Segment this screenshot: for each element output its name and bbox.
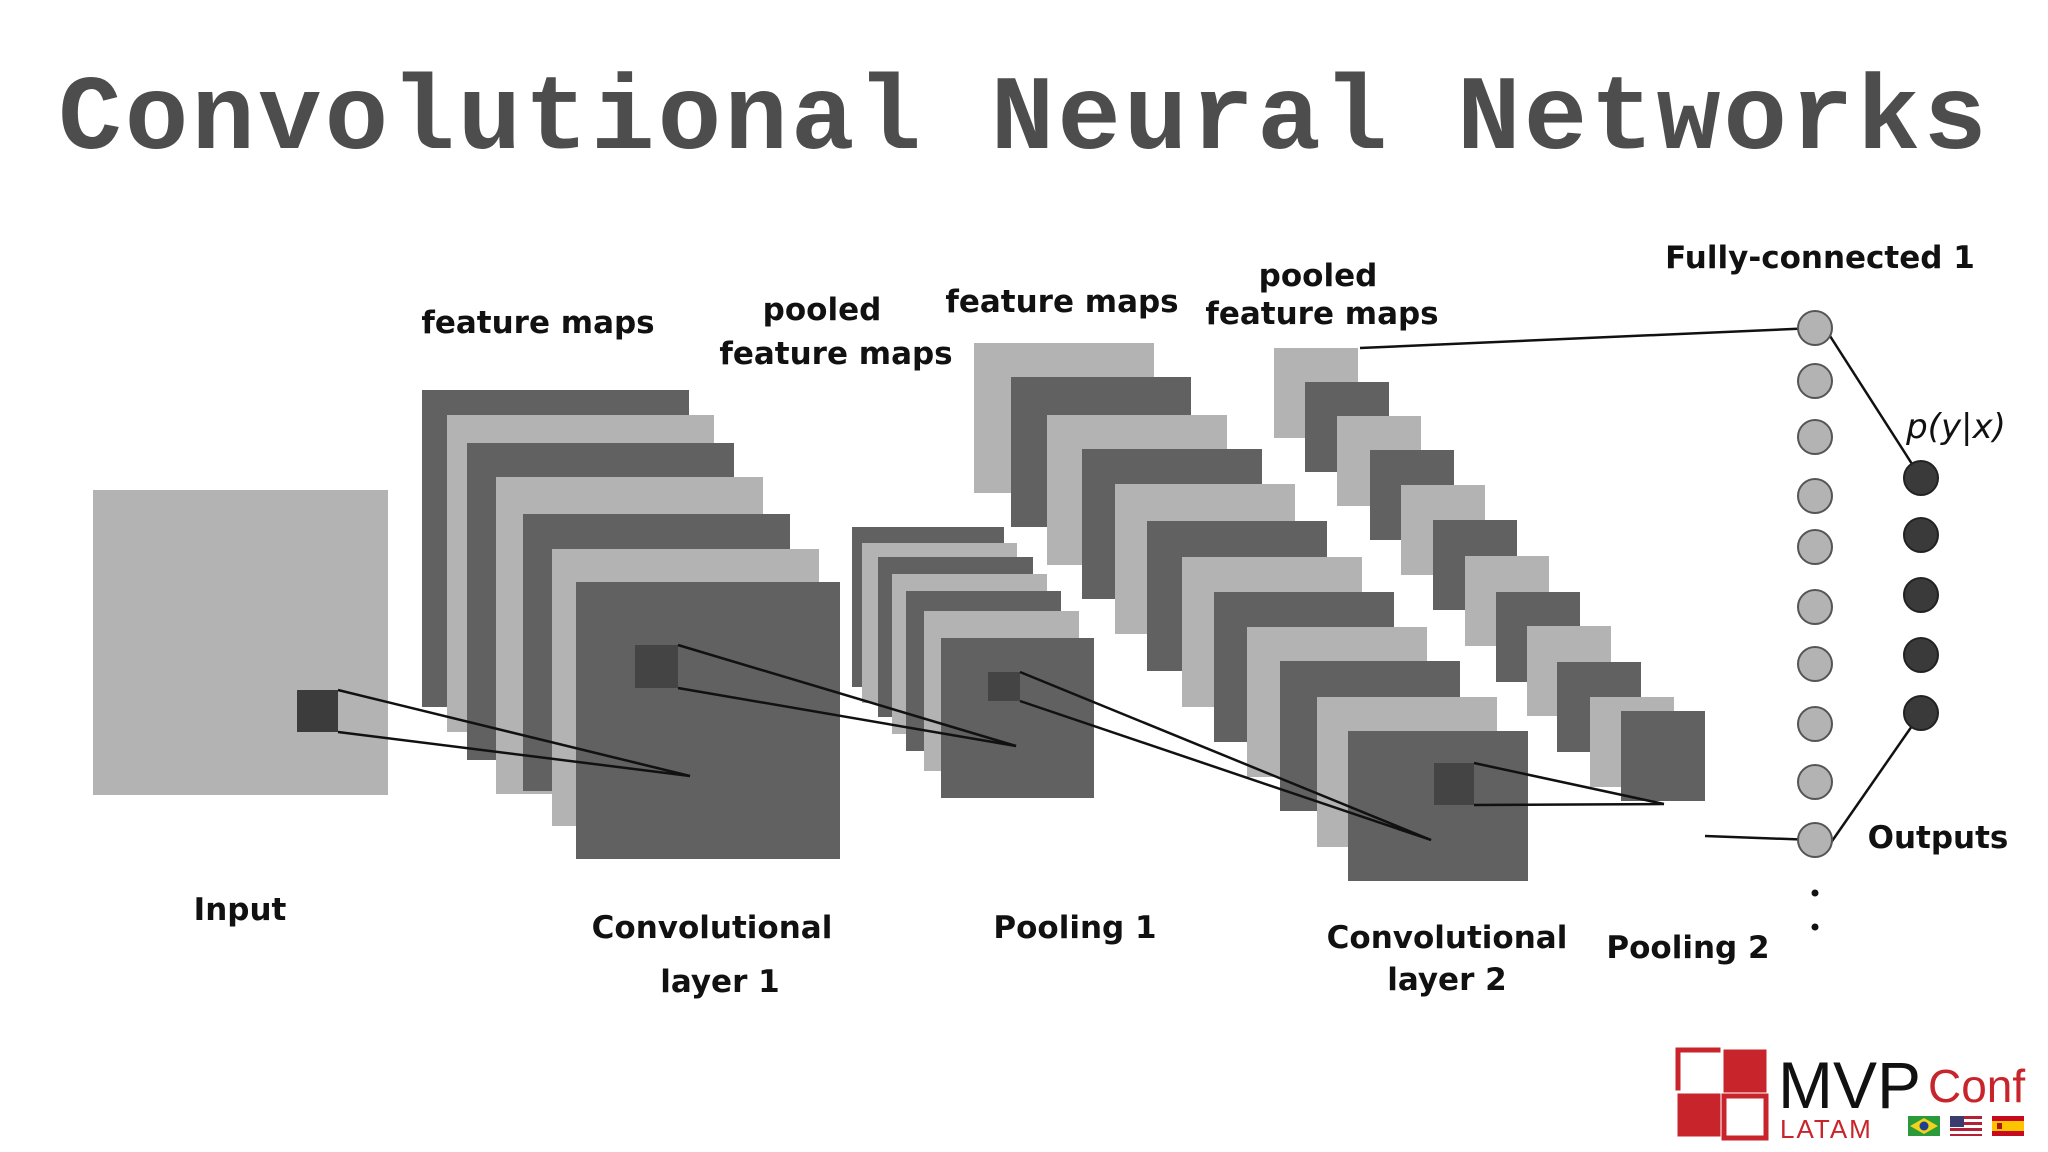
conv1-patch — [635, 645, 678, 688]
fc-neuron — [1797, 529, 1833, 565]
outputs-label: Outputs — [1868, 820, 2009, 856]
fc-neuron — [1797, 419, 1833, 455]
connection-line — [1473, 761, 1665, 806]
output-neuron — [1903, 517, 1939, 553]
connection-line — [1828, 712, 1923, 845]
ellipsis-dot — [1811, 889, 1819, 897]
output-neuron — [1903, 637, 1939, 673]
input-image — [93, 490, 388, 795]
conv2-patch — [1434, 763, 1474, 805]
fc-neuron — [1797, 646, 1833, 682]
logo-latam-text: LATAM — [1780, 1114, 1873, 1144]
connection-line — [337, 688, 691, 778]
connection-line — [1359, 326, 1816, 350]
connection-line — [1019, 670, 1432, 842]
output-neuron — [1903, 695, 1939, 731]
connection-line — [1704, 834, 1816, 842]
logo-mvp-text: MVP — [1778, 1048, 1921, 1122]
conv1-label-line2: layer 1 — [660, 964, 779, 1000]
logo-squares-icon — [1674, 1046, 1770, 1141]
input-label: Input — [194, 892, 287, 928]
spain-flag-icon — [1992, 1116, 2024, 1136]
fc-neuron — [1797, 478, 1833, 514]
pooled-1-label-line1: pooled — [763, 292, 882, 328]
mvp-conf-logo: MVP Conf LATAM — [1674, 1046, 2025, 1144]
neurons — [1797, 310, 1939, 858]
conv1-label-line1: Convolutional — [592, 910, 833, 946]
feature-maps-2-label: feature maps — [945, 284, 1178, 320]
fc-neuron — [1797, 363, 1833, 399]
fc-neuron — [1797, 822, 1833, 858]
logo-conf-text: Conf — [1928, 1060, 2025, 1112]
pool2-label: Pooling 2 — [1606, 930, 1769, 966]
pooled-2-label-line2: feature maps — [1205, 296, 1438, 332]
output-neuron — [1903, 460, 1939, 496]
fc-neuron — [1797, 310, 1833, 346]
layer-stacks — [93, 343, 1705, 881]
probability-label: p(y|x) — [1905, 407, 2006, 447]
fc-neuron — [1797, 706, 1833, 742]
ellipsis-dot — [1811, 923, 1819, 931]
connection-line — [1019, 699, 1432, 842]
brazil-flag-icon — [1908, 1116, 1940, 1136]
connection-line — [1828, 335, 1923, 479]
output-neuron — [1903, 577, 1939, 613]
page-title: Convolutional Neural Networks — [58, 60, 1990, 180]
fc-neuron — [1797, 764, 1833, 800]
conv2-label-line1: Convolutional — [1327, 920, 1568, 956]
usa-flag-icon — [1950, 1116, 1982, 1136]
pool1-label: Pooling 1 — [993, 910, 1156, 946]
conv2-label-line2: layer 2 — [1387, 962, 1506, 998]
fc-neuron — [1797, 589, 1833, 625]
fully-connected-label: Fully-connected 1 — [1665, 240, 1975, 276]
conv1-feature-map — [576, 582, 840, 859]
connection-line — [677, 686, 1017, 748]
pooled-2-label-line1: pooled — [1259, 258, 1378, 294]
connection-lines — [337, 326, 1923, 845]
connection-line — [1473, 802, 1665, 807]
pooled-1-label-line2: feature maps — [719, 336, 952, 372]
input-patch — [297, 690, 338, 732]
feature-maps-1-label: feature maps — [421, 305, 654, 341]
pool1-patch — [988, 672, 1020, 701]
connection-line — [337, 730, 691, 778]
connection-line — [677, 643, 1017, 748]
pool2-feature-map — [1621, 711, 1705, 801]
